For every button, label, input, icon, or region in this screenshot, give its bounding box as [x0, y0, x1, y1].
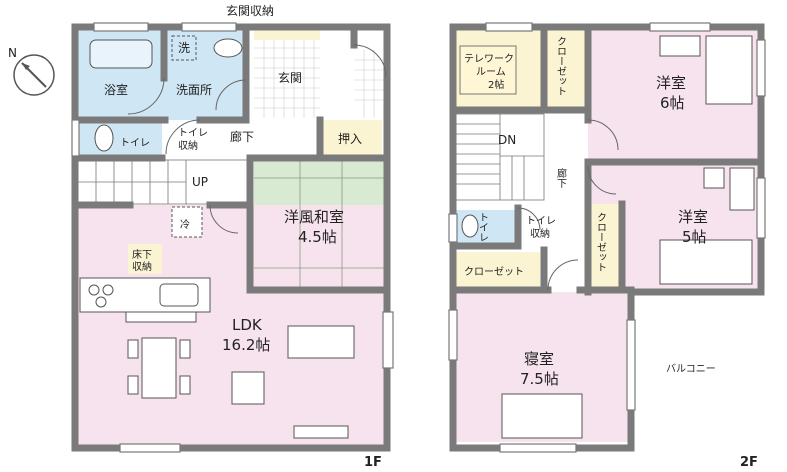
- f2-bedroom-door[interactable]: [547, 259, 579, 291]
- f2-toilet-storage-1: トイレ: [526, 216, 556, 227]
- f1-bath-door[interactable]: [127, 77, 165, 115]
- f1-stairs-up-label: UP: [192, 175, 208, 189]
- f2-telework-1: テレワーク: [464, 53, 514, 65]
- f1-entrance-door[interactable]: [353, 44, 387, 78]
- f1-coffee-table: [231, 371, 265, 405]
- f1-kitchen-sink: [159, 283, 199, 307]
- f1-windows: [71, 22, 394, 453]
- f1-underfloor-fill: [128, 244, 162, 274]
- f1-toilet-label: トイレ: [120, 138, 150, 149]
- f2-toilet-label: トイレ: [477, 212, 489, 242]
- f2-floor-label: 2F: [740, 455, 758, 470]
- f1-toilet-fill: [78, 120, 162, 158]
- f2-doors: [517, 119, 619, 291]
- f2-closet1-label: クローゼット: [555, 36, 567, 96]
- f2-room6-bed: [705, 35, 753, 105]
- f1-kitchen-bar: [125, 311, 197, 323]
- f1-ldk-fill: [78, 205, 384, 445]
- f1-dining-table: [141, 337, 177, 399]
- f1-genkan-storage-label: 玄関収納: [226, 3, 274, 18]
- f1-chairs: [127, 339, 191, 395]
- f2-room5-bed: [659, 239, 753, 285]
- f2-closet2-label: クローゼット: [595, 212, 607, 272]
- f1-toilet-bowl: [94, 124, 114, 152]
- f1-sink: [213, 38, 243, 58]
- f1-tv-board: [293, 425, 349, 439]
- f2-stairs: [455, 113, 545, 201]
- f2-closet3-label: クローゼット: [464, 266, 524, 278]
- f2-balcony-label: バルコニー: [666, 363, 716, 375]
- f1-toilet-door[interactable]: [165, 119, 201, 155]
- f2-telework-desk: [459, 45, 517, 95]
- f1-laundry-mark: 洗: [178, 41, 190, 55]
- f1-ldk-name: LDK: [232, 316, 263, 334]
- f2-windows: [448, 22, 766, 453]
- f2-toilet-storage-2: 収納: [530, 227, 550, 240]
- f1-wash-door[interactable]: [215, 79, 247, 111]
- f2-hallway-label: 廊下: [555, 167, 567, 189]
- f2-room6-name: 洋室: [656, 74, 686, 92]
- f2-bedroom-bed: [501, 393, 583, 439]
- f1-floor-label: 1F: [364, 455, 382, 470]
- f1-fridge-space: [171, 206, 203, 238]
- f1-genkan-label: 玄関: [278, 70, 302, 85]
- f1-sofa: [287, 325, 355, 359]
- f1-tatami: [254, 160, 384, 288]
- f1-fridge-mark: 冷: [180, 218, 190, 231]
- f2-room5-door[interactable]: [587, 165, 617, 195]
- compass-arrow: [22, 63, 30, 70]
- f1-closet-label: 押入: [338, 132, 362, 146]
- f2-room6-desk: [659, 35, 701, 57]
- f2-telework-3: 2帖: [488, 78, 504, 91]
- f2-room5-name: 洋室: [678, 208, 708, 226]
- f2-stairs-dn-label: DN: [498, 133, 516, 147]
- f1-bathtub: [89, 39, 153, 69]
- f2-toilet-door[interactable]: [517, 207, 541, 231]
- f1-stairs: [77, 159, 249, 205]
- f2-closet2-fill: [588, 204, 622, 288]
- floor2-plan: テレワーク ルーム 2帖 クローゼット 洋室 6帖 DN 廊下 トイレ トイレ …: [448, 22, 766, 470]
- f2-toilet-bowl: [461, 214, 479, 238]
- f2-bedroom-size: 7.5帖: [520, 370, 559, 388]
- f2-room6-door[interactable]: [587, 119, 619, 151]
- compass: N: [8, 46, 55, 96]
- f2-room5-chair: [703, 167, 725, 189]
- f1-bath-label: 浴室: [104, 82, 128, 97]
- f1-genkan-storage-fill: [254, 30, 320, 40]
- f1-stove: [88, 284, 114, 308]
- compass-ring: [13, 54, 55, 96]
- f2-room6-size: 6帖: [660, 94, 685, 112]
- f1-ldk-size: 16.2帖: [222, 336, 270, 354]
- f2-room5-size: 5帖: [682, 228, 707, 246]
- f2-closet3-fill: [456, 252, 540, 290]
- f1-underfloor-2: 収納: [132, 260, 152, 273]
- f2-balcony-fill: [628, 292, 758, 442]
- f1-washroom-label: 洗面所: [176, 83, 212, 97]
- f1-washitsu-name: 洋風和室: [284, 208, 344, 226]
- f1-hallway-label: 廊下: [230, 129, 254, 144]
- f2-telework-2: ルーム: [476, 66, 506, 78]
- f1-toilet-storage-2: 収納: [178, 139, 198, 152]
- f1-genkan-tiles: [254, 40, 386, 118]
- f1-washer-space: [171, 35, 197, 61]
- f1-washitsu-size: 4.5帖: [298, 228, 337, 246]
- f2-room5-desk: [729, 167, 755, 211]
- f1-doors: [127, 44, 387, 234]
- floor1-plan: 玄関収納 洗 浴室 洗面所 玄関 トイレ トイレ 収納 廊下 押入 UP 洋風和…: [71, 3, 394, 470]
- f2-closet1-fill: [544, 30, 588, 110]
- f1-toilet-storage-1: トイレ: [178, 128, 208, 139]
- f1-ldk-door[interactable]: [209, 204, 239, 234]
- f2-bedroom-name: 寝室: [524, 350, 554, 368]
- f1-genkan-fill: [246, 28, 386, 120]
- f1-underfloor-1: 床下: [132, 248, 152, 261]
- compass-north-label: N: [8, 46, 17, 60]
- f1-closet-fill: [320, 120, 382, 156]
